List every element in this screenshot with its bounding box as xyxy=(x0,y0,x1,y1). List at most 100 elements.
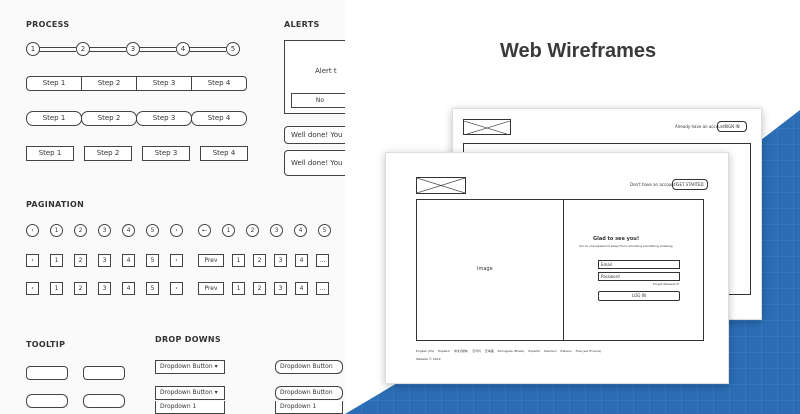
step[interactable]: Step 1 xyxy=(26,111,82,126)
language-link[interactable]: 한국어 xyxy=(472,349,481,353)
page-1[interactable]: 1 xyxy=(50,254,63,267)
step[interactable]: Step 2 xyxy=(81,76,137,91)
signin-button[interactable]: SIGN IN xyxy=(717,121,747,132)
language-link[interactable]: Português (Brasil) xyxy=(497,349,525,353)
page-4[interactable]: 4 xyxy=(122,254,135,267)
page-2[interactable]: 2 xyxy=(74,254,87,267)
step[interactable]: Step 3 xyxy=(136,111,192,126)
next-page-icon[interactable]: › xyxy=(170,282,183,295)
chevron-down-icon: ▾ xyxy=(214,389,218,396)
mockup-front: Don't have an account? GET STARTED Image… xyxy=(385,152,729,384)
page-1[interactable]: 1 xyxy=(50,224,63,237)
page-1[interactable]: 1 xyxy=(222,224,235,237)
page-5[interactable]: 5 xyxy=(318,224,331,237)
language-link[interactable]: Italiano xyxy=(560,349,572,353)
page-4[interactable]: 4 xyxy=(294,224,307,237)
page-3[interactable]: 3 xyxy=(274,254,287,267)
page-3[interactable]: 3 xyxy=(98,224,111,237)
step[interactable]: Step 3 xyxy=(136,76,192,91)
alert-no-button[interactable]: No xyxy=(291,93,345,108)
dropdown-label: Dropdown Button xyxy=(160,363,213,370)
language-link[interactable]: Deutsch xyxy=(544,349,557,353)
stepper-step-2[interactable]: 2 xyxy=(76,42,90,56)
already-text: Don't have an account? xyxy=(630,182,678,187)
dropdown-button[interactable]: Dropdown Button ▾ xyxy=(155,386,225,400)
stepper-step-4[interactable]: 4 xyxy=(176,42,190,56)
pagination-square: ‹ 1 2 3 4 5 › xyxy=(26,254,194,267)
alert-success: Well done! You xyxy=(284,150,345,176)
language-link[interactable]: Français (France) xyxy=(575,349,602,353)
email-input[interactable]: Email xyxy=(598,260,680,269)
prev-page-icon[interactable]: ← xyxy=(198,224,211,237)
stepper-step-5[interactable]: 5 xyxy=(226,42,240,56)
prev-page-icon[interactable]: ‹ xyxy=(26,254,39,267)
language-link[interactable]: English (US) xyxy=(416,349,435,353)
step[interactable]: Step 4 xyxy=(200,146,248,161)
page-5[interactable]: 5 xyxy=(146,254,159,267)
dropdowns-label: DROP DOWNS xyxy=(155,335,221,344)
content-frame: Image Glad to see you! You're one passwo… xyxy=(416,199,704,341)
next-page-icon[interactable]: › xyxy=(170,224,183,237)
page-2[interactable]: 2 xyxy=(74,282,87,295)
page-3[interactable]: 3 xyxy=(98,254,111,267)
prev-page-icon[interactable]: ‹ xyxy=(26,224,39,237)
page-4[interactable]: 4 xyxy=(122,224,135,237)
pagination-prev-2: Prev 1 2 3 4 ... xyxy=(198,282,340,295)
step[interactable]: Step 4 xyxy=(191,76,247,91)
step[interactable]: Step 3 xyxy=(142,146,190,161)
dropdown-button[interactable]: Dropdown Button xyxy=(275,360,343,374)
step[interactable]: Step 1 xyxy=(26,146,74,161)
page-1[interactable]: 1 xyxy=(232,282,245,295)
language-link[interactable]: 中文(简体) xyxy=(454,349,469,353)
ellipsis: ... xyxy=(316,282,329,295)
prev-button[interactable]: Prev xyxy=(198,282,224,295)
page-5[interactable]: 5 xyxy=(146,224,159,237)
step[interactable]: Step 1 xyxy=(26,76,82,91)
page-4[interactable]: 4 xyxy=(295,282,308,295)
component-sheet: PROCESS 1 2 3 4 5 Step 1 Step 2 Step 3 S… xyxy=(0,0,345,414)
get-started-button[interactable]: GET STARTED xyxy=(672,179,708,190)
page-2[interactable]: 2 xyxy=(253,282,266,295)
page-1[interactable]: 1 xyxy=(232,254,245,267)
dropdown-item[interactable]: Dropdown 1 xyxy=(155,401,225,414)
pagination-round: ‹ 1 2 3 4 5 › xyxy=(26,224,194,237)
page-4[interactable]: 4 xyxy=(122,282,135,295)
dropdown-button[interactable]: Dropdown Button ▾ xyxy=(155,360,225,374)
language-link[interactable]: Español xyxy=(438,349,451,353)
page-5[interactable]: 5 xyxy=(146,282,159,295)
image-label: Image xyxy=(477,266,493,272)
step-row-1: Step 1 Step 2 Step 3 Step 4 xyxy=(26,76,247,91)
language-link[interactable]: 日本語 xyxy=(484,349,494,353)
step[interactable]: Step 2 xyxy=(84,146,132,161)
password-input[interactable]: Password xyxy=(598,272,680,281)
process-label: PROCESS xyxy=(26,20,70,29)
page-3[interactable]: 3 xyxy=(270,224,283,237)
forgot-password-link[interactable]: Forgot Password? xyxy=(653,282,680,286)
page-3[interactable]: 3 xyxy=(274,282,287,295)
dropdown-label: Dropdown Button xyxy=(280,389,333,396)
prev-button[interactable]: Prev xyxy=(198,254,224,267)
stepper-step-1[interactable]: 1 xyxy=(26,42,40,56)
page-2[interactable]: 2 xyxy=(246,224,259,237)
logo-placeholder-icon xyxy=(463,119,511,136)
dropdown-item[interactable]: Dropdown 1 xyxy=(275,401,343,414)
dropdown-button[interactable]: Dropdown Button xyxy=(275,386,343,400)
login-heading: Glad to see you! xyxy=(593,236,640,242)
alert-success: Well done! You xyxy=(284,126,345,144)
stepper-step-3[interactable]: 3 xyxy=(126,42,140,56)
step[interactable]: Step 2 xyxy=(81,111,137,126)
page-3[interactable]: 3 xyxy=(98,282,111,295)
prev-page-icon[interactable]: ‹ xyxy=(26,282,39,295)
tooltip xyxy=(26,394,68,408)
page-2[interactable]: 2 xyxy=(253,254,266,267)
language-link[interactable]: Español xyxy=(528,349,541,353)
dropdown-label: Dropdown Button xyxy=(280,363,333,370)
next-page-icon[interactable]: › xyxy=(170,254,183,267)
page-4[interactable]: 4 xyxy=(295,254,308,267)
login-button[interactable]: LOG IN xyxy=(598,291,680,301)
page-1[interactable]: 1 xyxy=(50,282,63,295)
dropdown-label: Dropdown Button xyxy=(160,389,213,396)
pagination-round-2: ← 1 2 3 4 5 xyxy=(198,224,342,237)
page-2[interactable]: 2 xyxy=(74,224,87,237)
step[interactable]: Step 4 xyxy=(191,111,247,126)
